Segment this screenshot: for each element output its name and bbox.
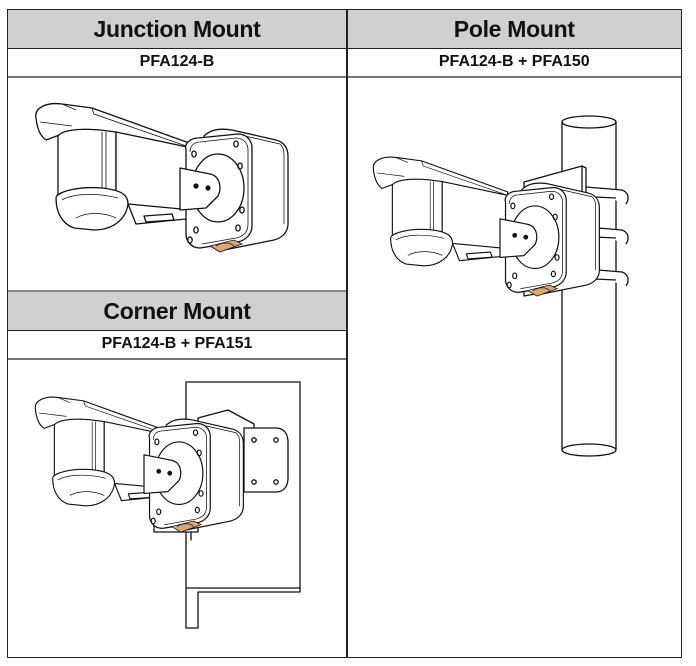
junction-mount-title: Junction Mount bbox=[93, 15, 261, 42]
corner-mount-model-row: PFA124-B + PFA151 bbox=[8, 330, 346, 360]
junction-mount-model-row: PFA124-B bbox=[8, 48, 346, 78]
corner-mount-title: Corner Mount bbox=[103, 297, 251, 324]
corner-mount-illustration bbox=[8, 360, 346, 657]
mount-table: Junction Mount PFA124-B Corner Mount PFA… bbox=[7, 9, 682, 658]
junction-mount-illustration bbox=[8, 78, 346, 290]
corner-mount-header: Corner Mount bbox=[8, 292, 346, 331]
junction-mount-model: PFA124-B bbox=[139, 53, 215, 70]
pole-mount-header: Pole Mount bbox=[347, 10, 681, 49]
pole-mount-title: Pole Mount bbox=[453, 15, 575, 42]
column-divider bbox=[346, 10, 348, 657]
section-divider bbox=[8, 290, 346, 292]
right-column: Pole Mount PFA124-B + PFA150 bbox=[347, 10, 682, 657]
pole-mount-model-row: PFA124-B + PFA150 bbox=[347, 48, 681, 78]
pole-mount-model: PFA124-B + PFA150 bbox=[438, 53, 590, 70]
junction-mount-header: Junction Mount bbox=[8, 10, 346, 49]
left-column: Junction Mount PFA124-B Corner Mount PFA… bbox=[8, 10, 346, 657]
corner-mount-model: PFA124-B + PFA151 bbox=[101, 335, 253, 352]
pole-mount-illustration bbox=[348, 78, 682, 657]
